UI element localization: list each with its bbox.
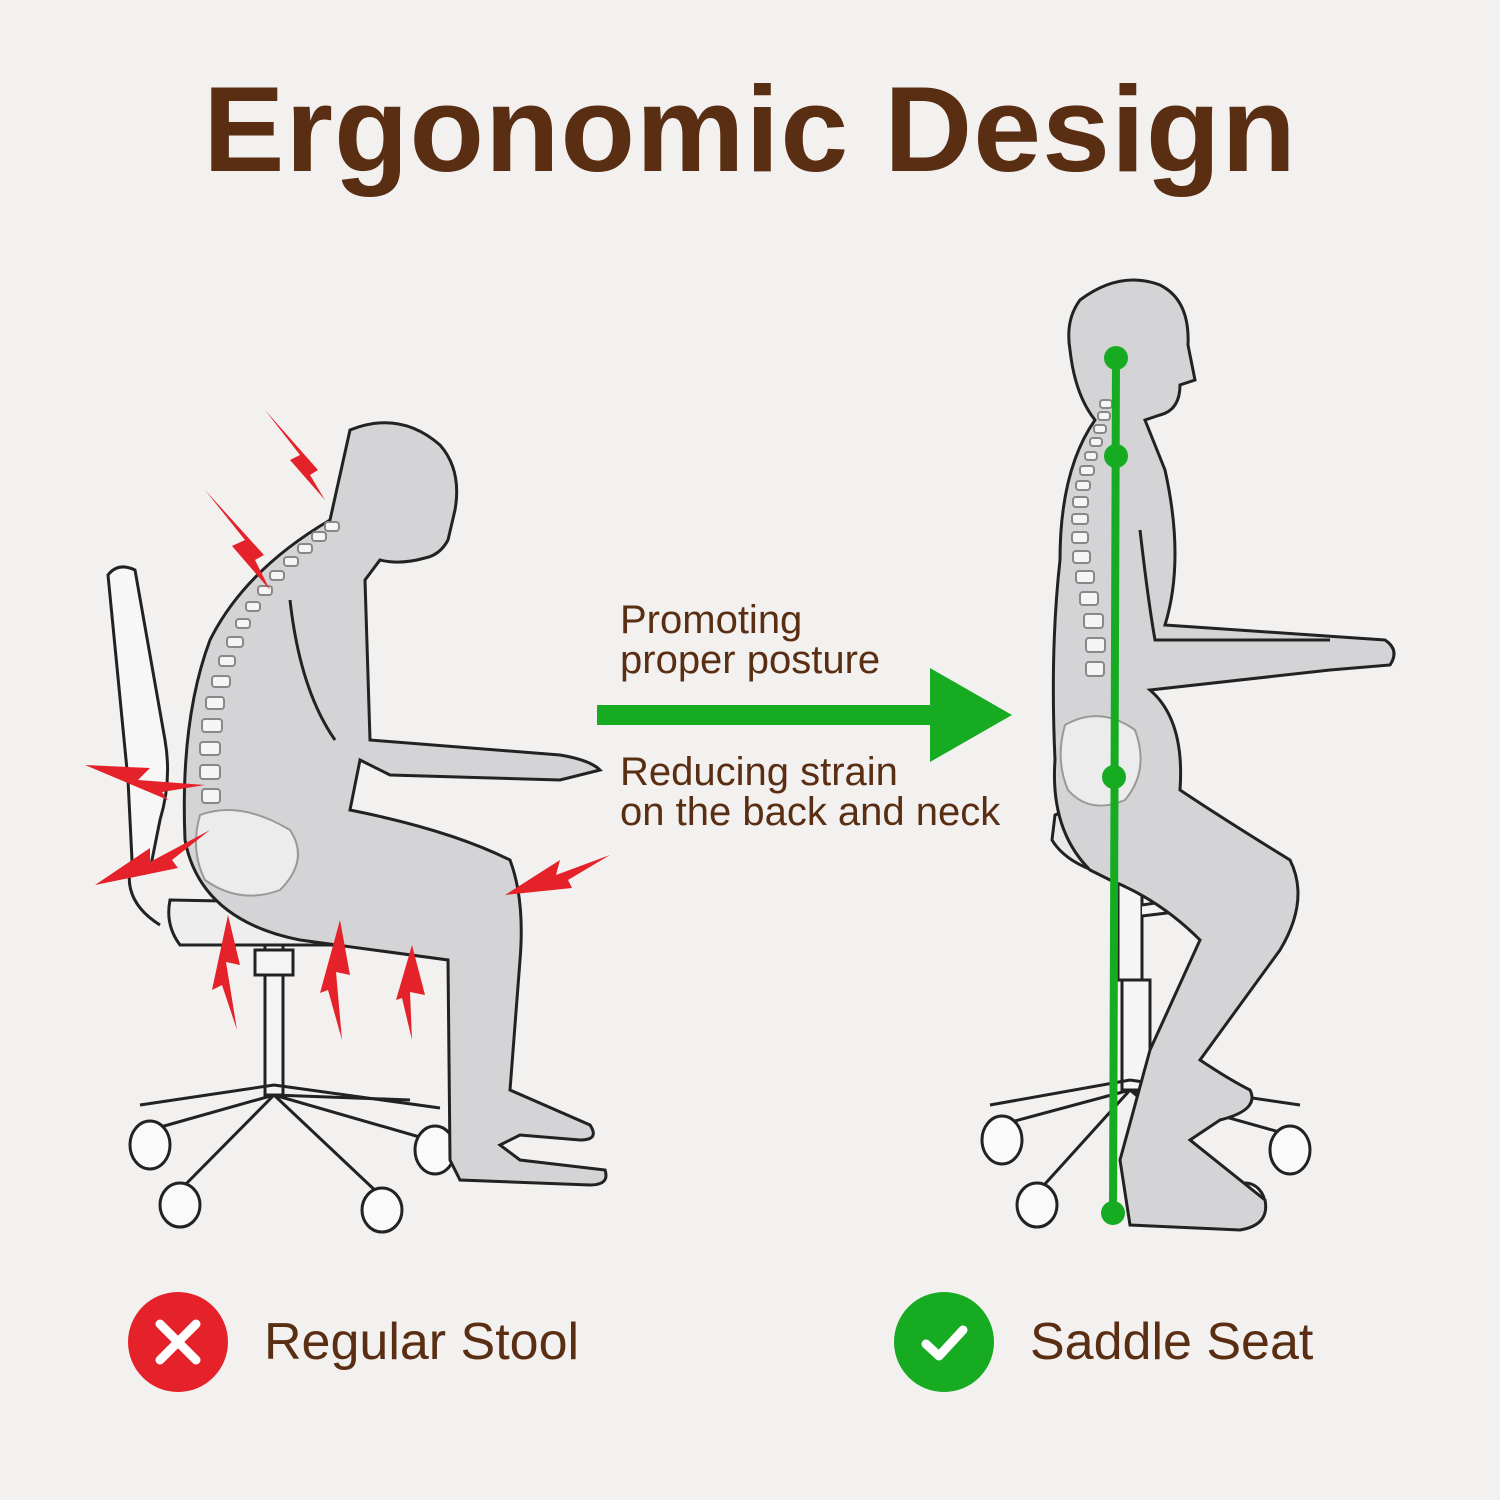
- caption-line: on the back and neck: [620, 790, 1001, 834]
- caption-line: Reducing strain: [620, 750, 898, 794]
- legend-saddle-seat: Saddle Seat: [894, 1292, 1313, 1392]
- slouched-figure: [182, 421, 608, 1187]
- saddle-seat-illustration: [980, 278, 1396, 1232]
- x-icon: [128, 1292, 228, 1392]
- caption-line: Promoting: [620, 598, 803, 642]
- regular-stool-illustration: [85, 410, 610, 1234]
- posture-arrow: [597, 668, 1012, 762]
- caption-promoting-posture: Promoting proper posture: [620, 600, 880, 680]
- legend-label-regular-stool: Regular Stool: [264, 1313, 580, 1371]
- legend-regular-stool: Regular Stool: [128, 1292, 579, 1392]
- upright-figure: [1051, 278, 1396, 1232]
- legend-label-saddle-seat: Saddle Seat: [1030, 1313, 1314, 1371]
- check-icon: [894, 1292, 994, 1392]
- alignment-line: [1101, 346, 1128, 1225]
- strain-bolts: [85, 410, 610, 1040]
- caption-reducing-strain: Reducing strain on the back and neck: [620, 752, 1000, 832]
- page-title: Ergonomic Design: [203, 61, 1297, 197]
- caption-line: proper posture: [620, 638, 881, 682]
